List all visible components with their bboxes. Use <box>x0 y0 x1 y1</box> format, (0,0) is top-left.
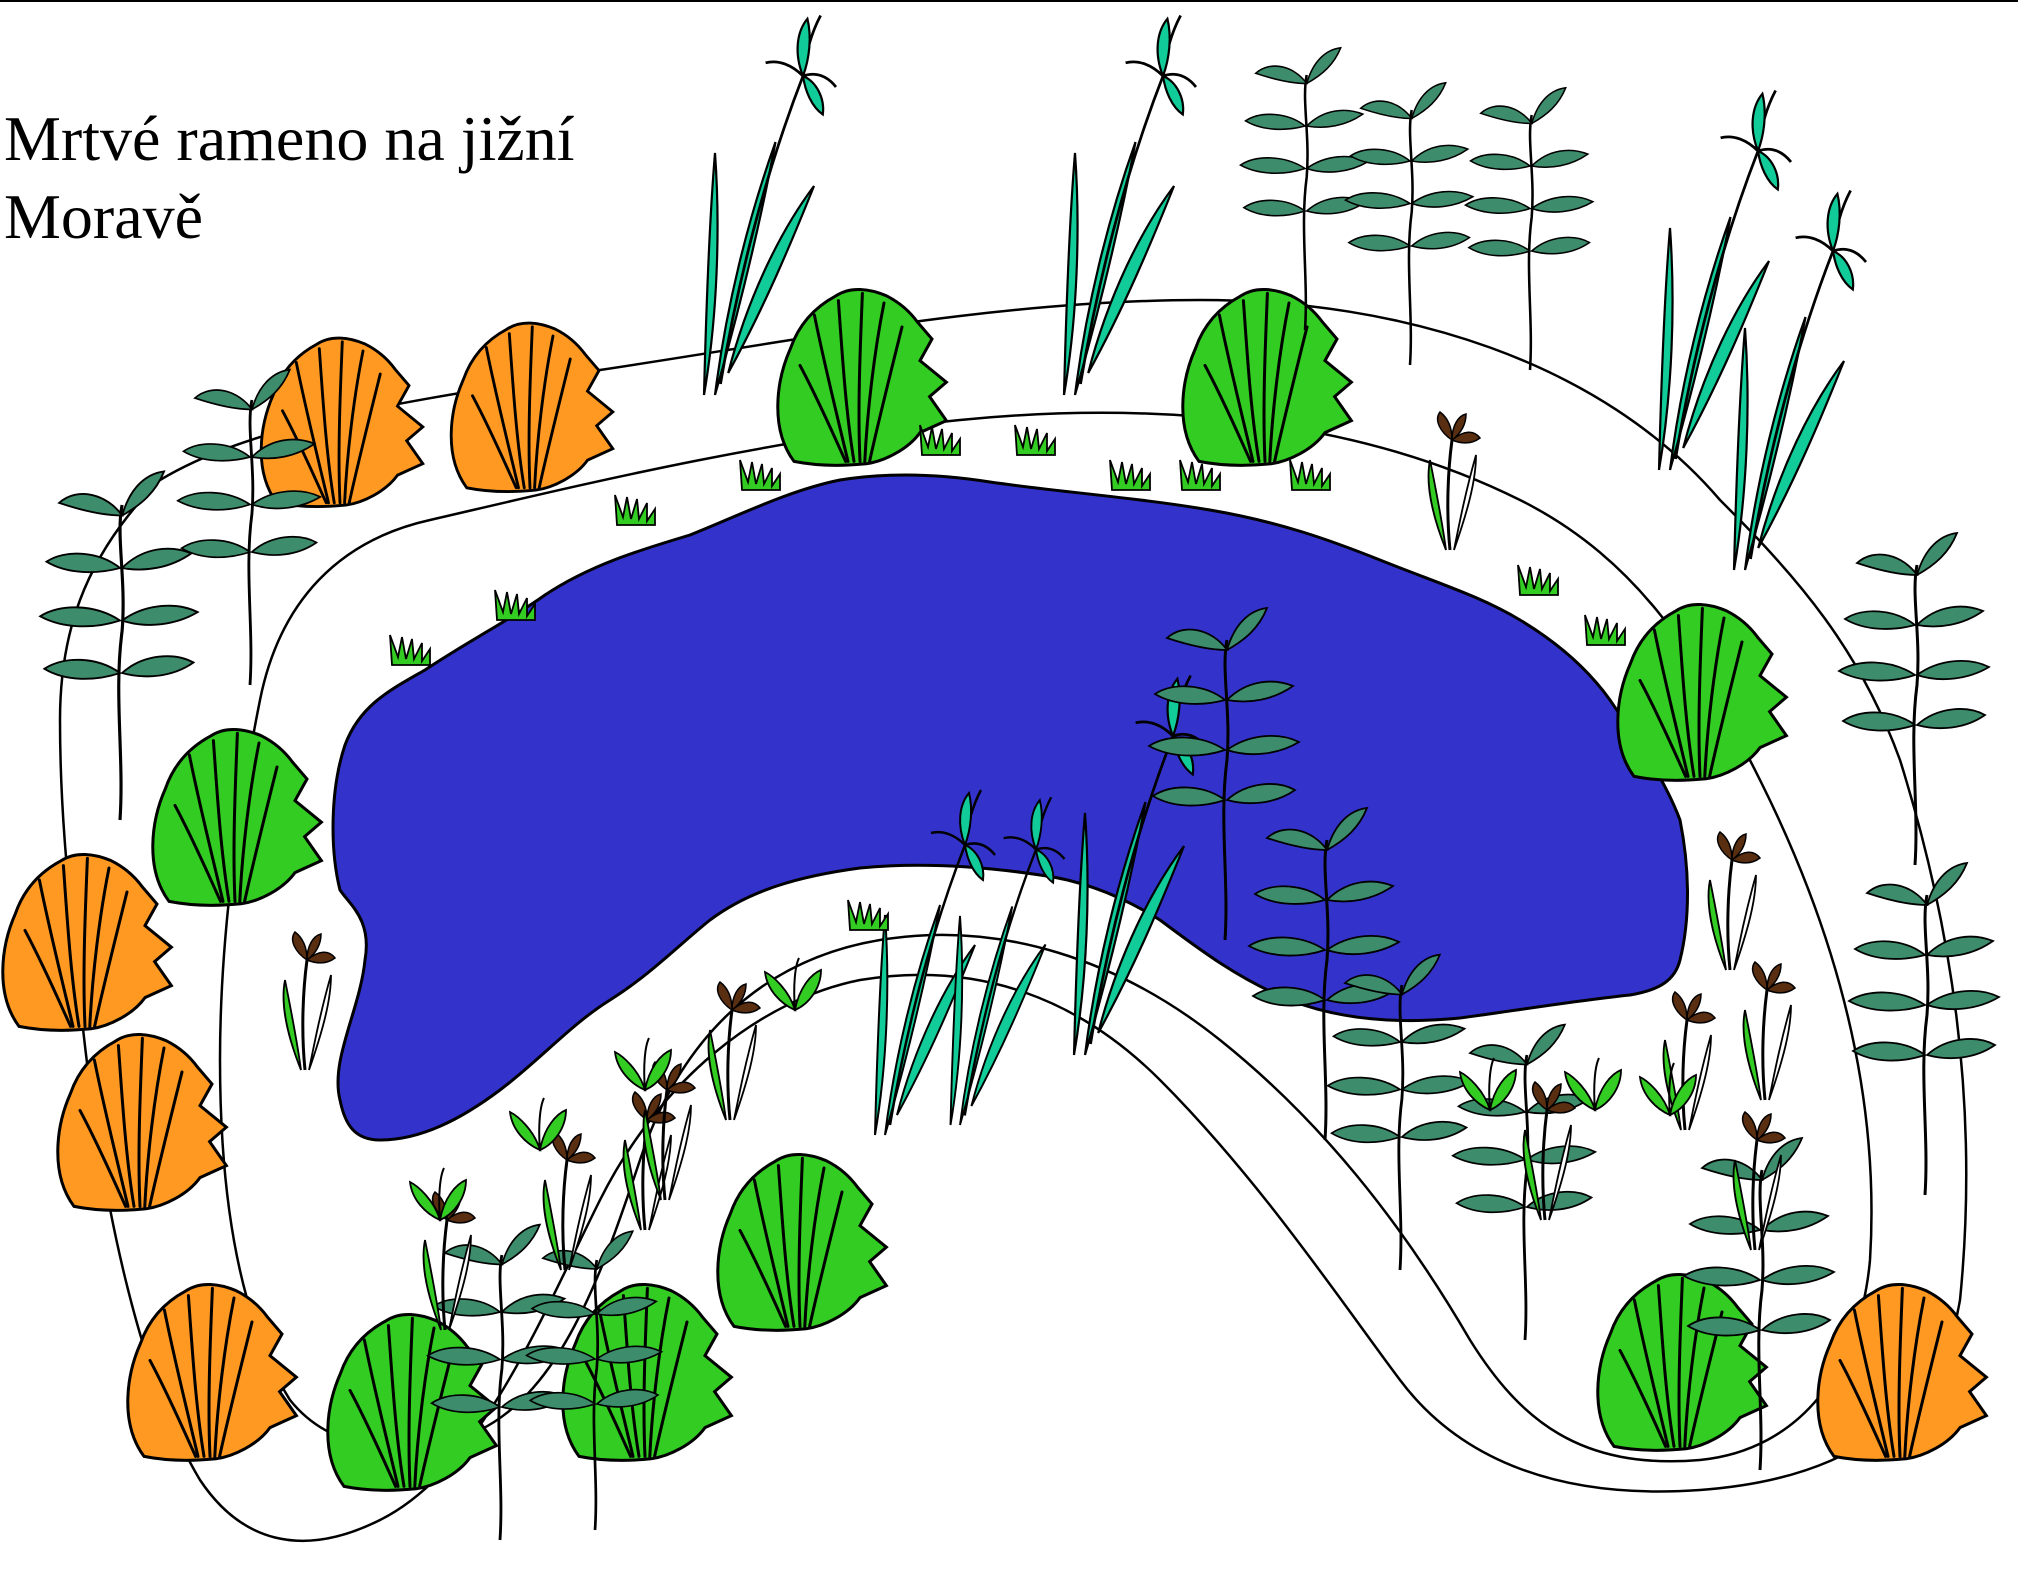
grass-tuft-icon <box>1585 615 1625 645</box>
orange-shrub-icon <box>58 1034 227 1210</box>
green-shrub-icon <box>1618 604 1787 780</box>
willow-sprig-icon <box>1839 533 1989 865</box>
grass-tuft-icon <box>1015 425 1055 455</box>
brown-flower-icon <box>284 932 335 1070</box>
grass-tuft-icon <box>740 460 780 490</box>
grass-tuft-icon <box>390 635 430 665</box>
grass-tuft-icon <box>1110 460 1150 490</box>
green-shrub-icon <box>718 1154 887 1330</box>
willow-sprig-icon <box>1465 88 1593 370</box>
brown-flower-icon <box>1709 832 1760 970</box>
reed-icon <box>1734 190 1866 570</box>
grass-tuft-icon <box>1518 565 1558 595</box>
diagram-title: Mrtvé rameno na jižní Moravě <box>4 100 574 256</box>
willow-sprig-icon <box>1849 863 1999 1195</box>
reed-icon <box>1659 90 1791 470</box>
grass-tuft-icon <box>1290 460 1330 490</box>
orange-shrub-icon <box>3 854 172 1030</box>
green-shrub-icon <box>1598 1274 1767 1450</box>
water-body <box>333 475 1687 1140</box>
green-shrub-icon <box>153 729 322 905</box>
title-line-1: Mrtvé rameno na jižní <box>4 100 574 178</box>
orange-shrub-icon <box>128 1284 297 1460</box>
orange-shrub-icon <box>1818 1284 1987 1460</box>
green-shrub-icon <box>1183 289 1352 465</box>
willow-sprig-icon <box>1453 1025 1596 1340</box>
title-line-2: Moravě <box>4 178 574 256</box>
grass-tuft-icon <box>615 495 655 525</box>
grass-tuft-icon <box>848 900 888 930</box>
orange-shrub-icon <box>451 323 613 492</box>
brown-flower-icon <box>1744 962 1795 1100</box>
reed-icon <box>1064 15 1196 395</box>
sprout-icon <box>765 958 821 1010</box>
brown-flower-icon <box>1429 412 1480 550</box>
brown-flower-icon <box>544 1132 595 1270</box>
willow-sprig-icon <box>1240 48 1368 330</box>
orange-shrub-icon <box>261 338 423 507</box>
